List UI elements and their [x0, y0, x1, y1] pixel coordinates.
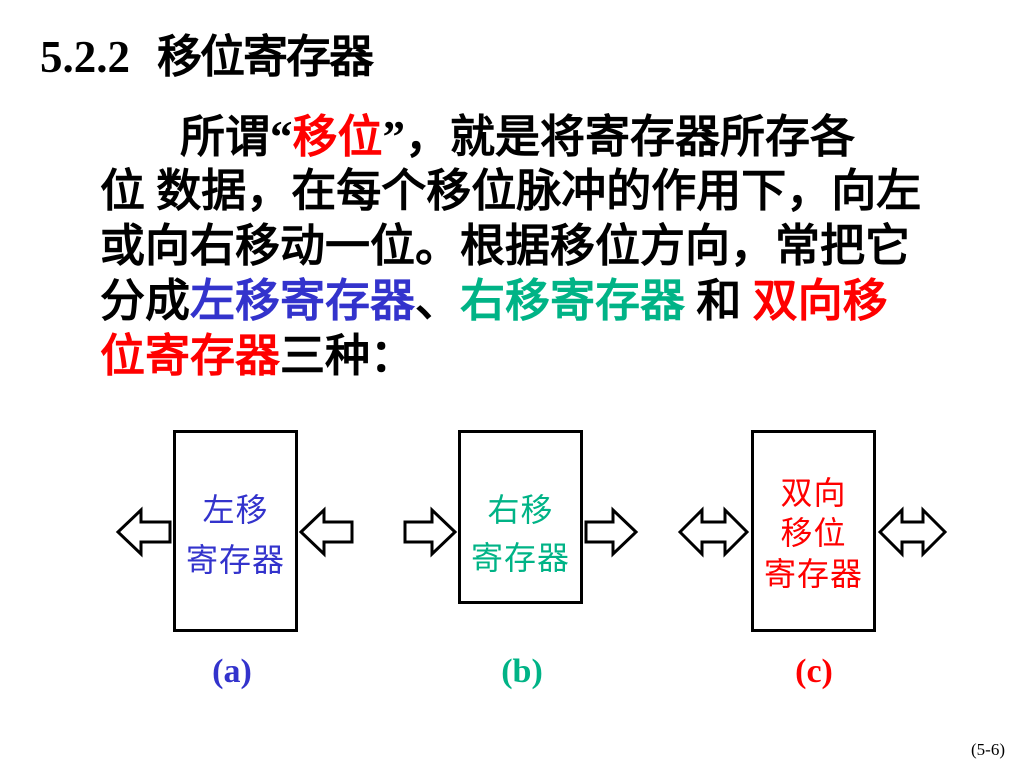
paragraph-text: 、 — [415, 276, 461, 326]
highlight-term-bidirectional: 双向移 — [752, 276, 888, 326]
right-arrow-icon — [403, 506, 458, 558]
section-number: 5.2.2 — [40, 32, 130, 82]
highlight-term-left-shift: 左移寄存器 — [190, 276, 416, 326]
page-number: (5-6) — [971, 740, 1005, 759]
diagram-label-a: (a) — [212, 653, 252, 690]
left-shift-register-box: 左移 寄存器 — [173, 430, 298, 632]
register-label-line: 右移 — [487, 492, 554, 528]
right-shift-register-box: 右移 寄存器 — [458, 430, 583, 604]
diagram-label-b: (b) — [501, 653, 543, 690]
paragraph-line-4: 分成左移寄存器、右移寄存器 和 双向移 — [100, 274, 888, 329]
right-arrow-icon — [584, 506, 639, 558]
register-label-line: 双向 — [780, 475, 847, 511]
paragraph-line-2: 位 数据，在每个移位脉冲的作用下，向左 — [100, 164, 921, 219]
register-label-line: 移位 — [780, 515, 847, 551]
left-arrow-icon — [298, 506, 354, 558]
paragraph-text: 和 — [685, 276, 753, 326]
left-arrow-icon — [115, 506, 172, 558]
diagram-label-c: (c) — [795, 653, 833, 690]
paragraph-line-1: 所谓“移位”，就是将寄存器所存各 — [180, 110, 855, 165]
register-label-line: 寄存器 — [185, 542, 285, 578]
paragraph-line-5: 位寄存器三种： — [100, 329, 415, 384]
paragraph-text: 位 数据，在每个移位脉冲的作用下，向左 — [100, 166, 922, 216]
section-title: 5.2.2 移位寄存器 — [40, 29, 374, 85]
paragraph-text: 分成 — [100, 276, 191, 326]
double-arrow-icon — [677, 506, 750, 558]
highlight-term-shift: 移位 — [292, 112, 383, 162]
paragraph-text: ”，就是将寄存器所存各 — [382, 112, 856, 162]
paragraph-text: 三种： — [280, 331, 416, 381]
highlight-term-right-shift: 右移寄存器 — [460, 276, 686, 326]
section-title-text: 移位寄存器 — [157, 32, 374, 82]
double-arrow-icon — [877, 506, 948, 558]
highlight-term-bidirectional: 位寄存器 — [100, 331, 281, 381]
register-label-line: 寄存器 — [763, 556, 863, 592]
paragraph-line-3: 或向右移动一位。根据移位方向，常把它 — [100, 219, 910, 274]
paragraph-text: 所谓“ — [180, 112, 293, 162]
register-label-line: 左移 — [202, 492, 269, 528]
bidirectional-shift-register-box: 双向 移位 寄存器 — [751, 430, 876, 632]
paragraph-text: 或向右移动一位。根据移位方向，常把它 — [100, 221, 911, 271]
register-label-line: 寄存器 — [470, 540, 570, 576]
